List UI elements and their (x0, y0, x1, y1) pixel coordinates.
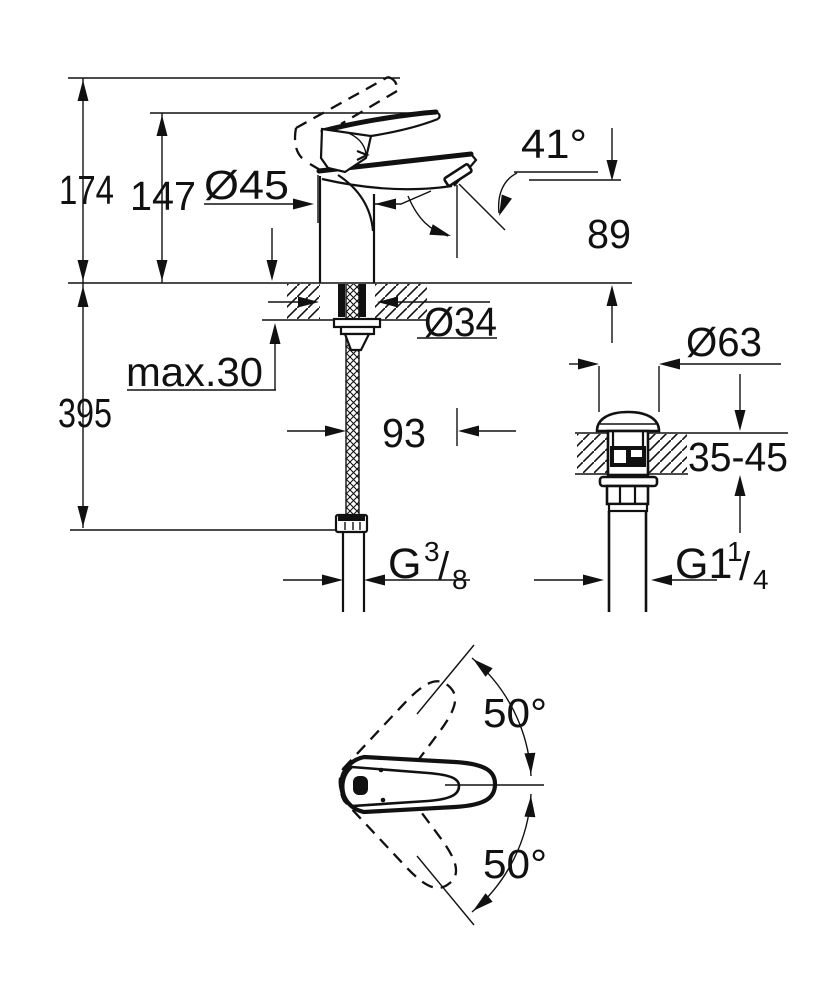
dim-hose-length-label: 395 (58, 390, 112, 436)
dim-body-diameter-label: Ø45 (204, 162, 289, 208)
waste-nut (605, 484, 650, 506)
pop-up-waste-view (577, 410, 687, 612)
waste-deck-hatch-right (648, 434, 687, 473)
faucet-body (318, 174, 376, 283)
dim-supply-thread-label: G 3 / 8 (388, 524, 468, 595)
dim-waste-thread-label: G1 1 / 4 (675, 524, 769, 595)
dim-swing-lower-label: 50° (483, 841, 547, 887)
dim-spout-reach-label: 93 (382, 410, 426, 456)
dim-hole-diameter-label: Ø34 (424, 299, 497, 345)
dim-max-thickness-label: max.30 (126, 349, 263, 395)
faucet-front-view (287, 75, 478, 612)
dim-flange-diameter-label: Ø63 (686, 319, 762, 365)
dim-total-height-label: 174 (59, 167, 114, 213)
aerator (443, 163, 473, 187)
dim-deck-range-label: 35-45 (688, 434, 788, 480)
waste-cap (595, 410, 661, 433)
waste-flange (598, 475, 659, 488)
faucet-handle (319, 109, 441, 174)
waste-tailpipe (607, 511, 648, 612)
dim-handle-tip-height-label: 147 (130, 173, 196, 219)
supply-hose (332, 284, 382, 612)
supply-tube (341, 532, 366, 612)
dimension-arrowheads (77, 80, 746, 911)
dim-swing-upper-label: 50° (483, 690, 547, 736)
handle-hole (353, 776, 368, 795)
dim-outlet-height-label: 89 (587, 211, 631, 257)
dimension-labels: 174 147 Ø45 41° 89 Ø34 max.30 395 93 Ø63… (58, 121, 788, 887)
dim-spout-angle-label: 41° (521, 121, 587, 167)
waste-deck-hatch-left (577, 434, 608, 473)
handle-inner-outline (341, 765, 461, 808)
